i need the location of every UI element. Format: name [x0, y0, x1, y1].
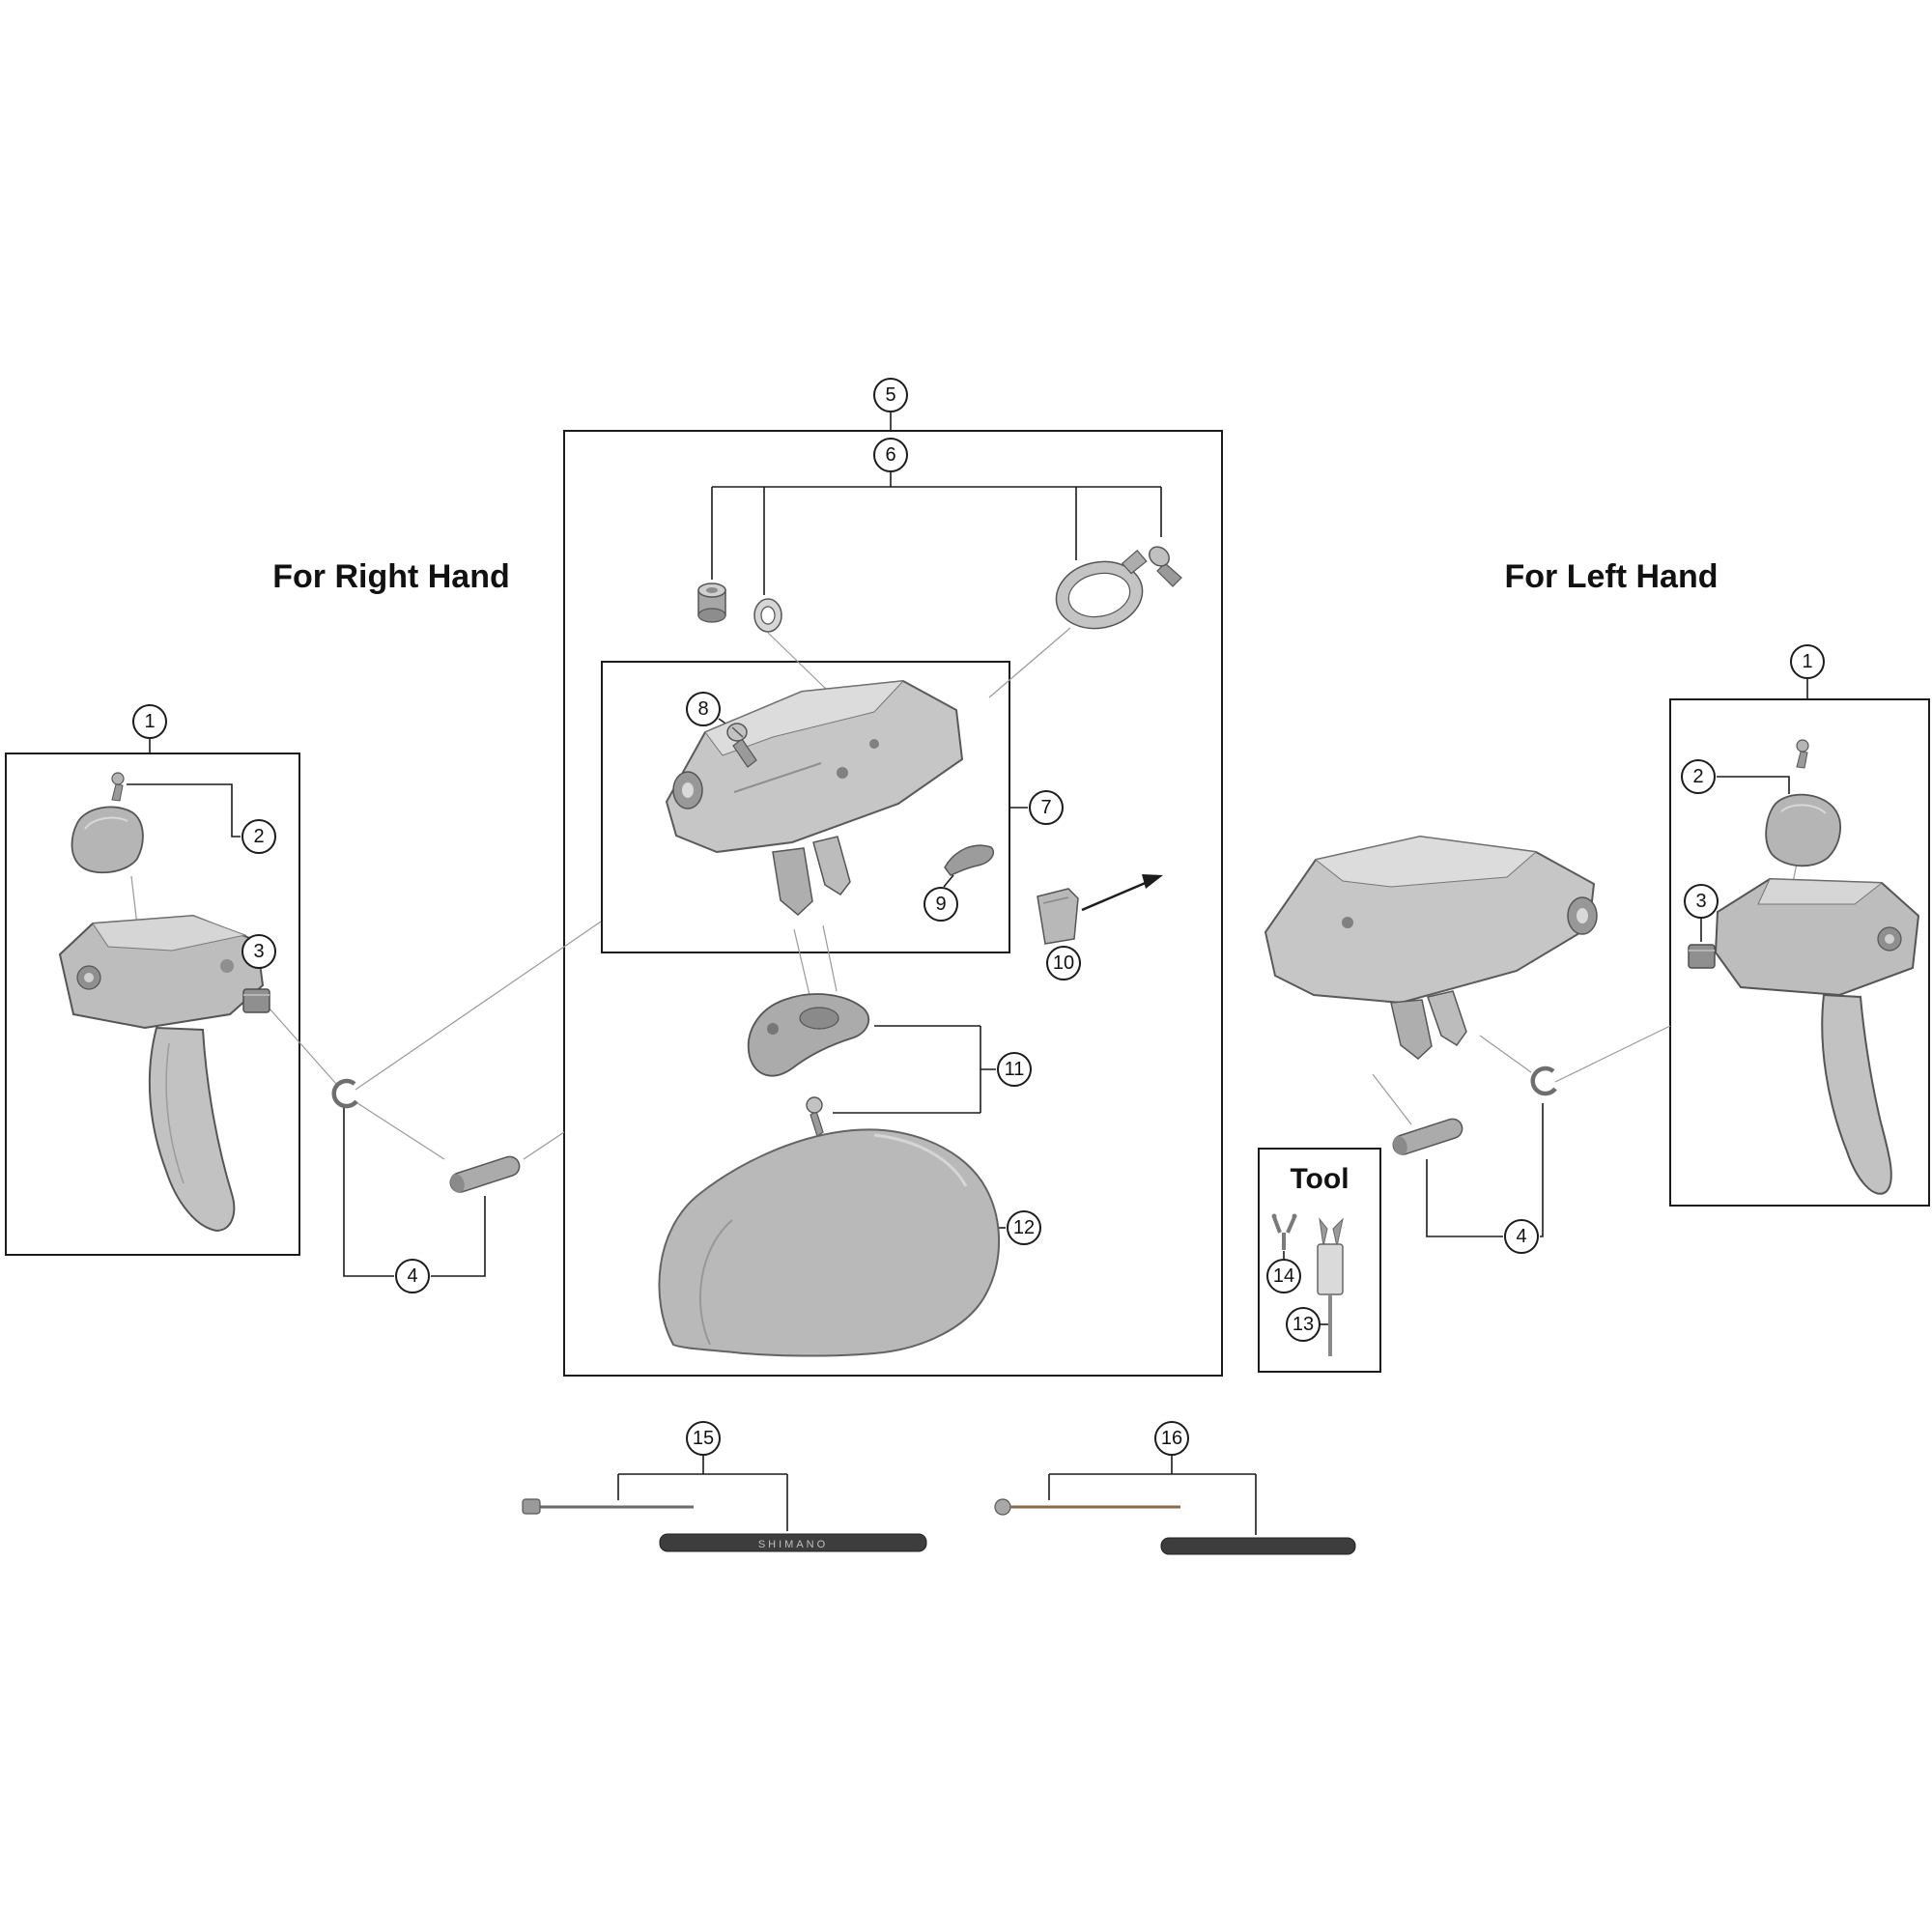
callout-4-lh: 4 — [1504, 1219, 1539, 1254]
right-hand-section-title: For Right Hand — [272, 558, 510, 595]
right-hand-lever-assembly — [58, 772, 270, 1233]
callout-10: 10 — [1046, 946, 1081, 980]
callout-7: 7 — [1029, 790, 1064, 825]
top-screw — [111, 772, 125, 802]
top-screw-right — [1796, 739, 1809, 769]
part-2-cover-right — [1765, 793, 1841, 867]
part-4-pin-left — [449, 1155, 521, 1193]
callout-3-rh: 3 — [242, 934, 276, 969]
part-3-cap — [242, 988, 270, 1013]
callout-leader-lines — [127, 412, 1808, 1535]
tool-box-title: Tool — [1290, 1163, 1350, 1195]
callout-13: 13 — [1286, 1307, 1321, 1342]
callout-12: 12 — [1007, 1210, 1041, 1245]
callout-11: 11 — [997, 1052, 1032, 1087]
callout-4-rh: 4 — [395, 1259, 430, 1293]
callout-5: 5 — [873, 378, 908, 412]
center-group-box — [563, 430, 1223, 1377]
part-15-inner-cable — [522, 1498, 694, 1515]
tool-13-wrench-tool — [1317, 1217, 1344, 1356]
callout-1-rh: 1 — [132, 704, 167, 739]
tool-group-box — [1258, 1148, 1381, 1373]
part-9-cable-guide — [944, 844, 995, 876]
part-16-inner-cable — [994, 1498, 1180, 1516]
part-16-outer-casing — [1160, 1537, 1356, 1555]
left-hand-lever-body — [1264, 835, 1598, 1060]
part-4-ering-left — [331, 1078, 358, 1109]
callout-15: 15 — [686, 1421, 721, 1456]
part-6-nut — [697, 582, 726, 623]
part-10-name-plate — [1037, 888, 1079, 945]
part-4-ering-right — [1530, 1065, 1557, 1096]
part-6-washer — [753, 598, 782, 633]
callout-1-lh: 1 — [1790, 644, 1825, 679]
part-12-bracket-cover — [658, 1128, 1000, 1357]
part-2-cover — [71, 806, 144, 874]
part-6-clamp-screw — [1149, 546, 1182, 587]
callout-2-rh: 2 — [242, 819, 276, 854]
callout-14: 14 — [1266, 1259, 1301, 1293]
tool-14-fork-tool — [1271, 1213, 1297, 1250]
part-4-pin-right — [1392, 1118, 1463, 1155]
callout-16: 16 — [1154, 1421, 1189, 1456]
callout-2-lh: 2 — [1681, 759, 1716, 794]
assembly-guide-lines — [130, 627, 1798, 1160]
install-direction-arrow — [1081, 874, 1163, 912]
group-boxes — [5, 430, 1930, 1377]
casing-marking-text: SHIMANO — [758, 1539, 828, 1550]
part-3-cap-right — [1688, 944, 1716, 969]
part-11-switch-unit — [747, 993, 870, 1137]
callout-9: 9 — [923, 887, 958, 922]
part-8-screw — [726, 723, 757, 768]
callout-6: 6 — [873, 438, 908, 472]
callout-3-lh: 3 — [1684, 884, 1719, 919]
left-hand-section-title: For Left Hand — [1504, 558, 1719, 595]
callout-8: 8 — [686, 692, 721, 726]
left-hand-lever-assembly — [1688, 739, 1920, 1195]
right-hand-unit-box — [5, 753, 300, 1256]
part-15-outer-casing: SHIMANO — [659, 1533, 927, 1552]
left-hand-unit-box — [1669, 698, 1930, 1207]
part-6-clamp-band — [1055, 549, 1148, 630]
